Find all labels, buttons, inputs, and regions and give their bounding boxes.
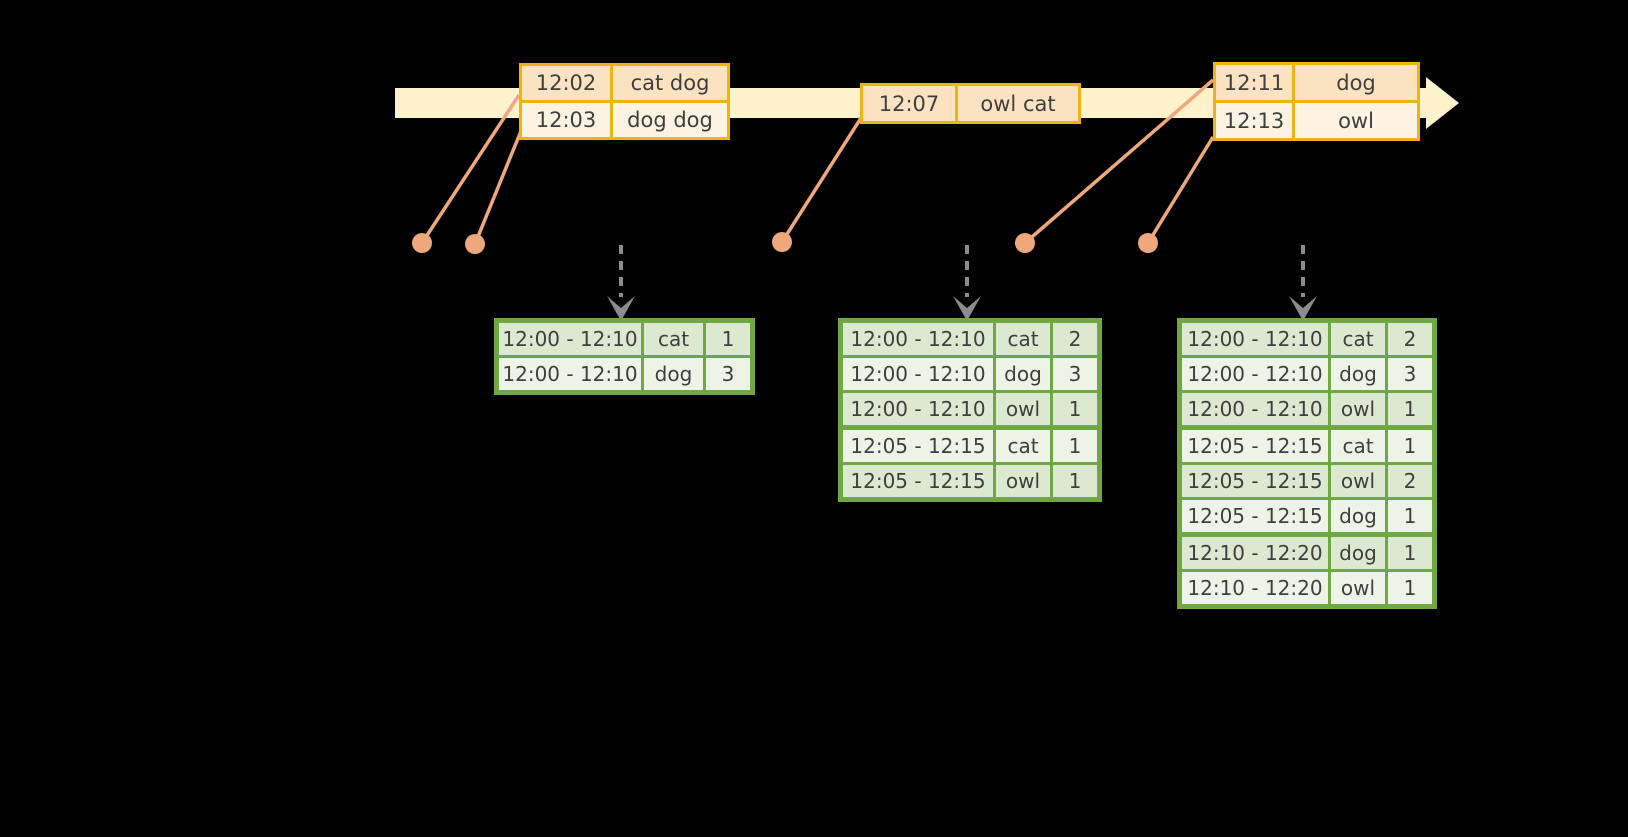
- table-cell: dog dog: [610, 100, 730, 140]
- table-cell: cat: [993, 319, 1053, 358]
- table-cell: 12:03: [519, 100, 613, 140]
- table-cell: dog: [1328, 497, 1388, 536]
- table-cell: 1: [1385, 532, 1436, 572]
- event-dot: [1015, 233, 1035, 253]
- table-cell: 12:05 - 12:15: [1178, 462, 1331, 500]
- trigger-arrow-head-icon: [607, 296, 635, 321]
- table-cell: 12:10 - 12:20: [1178, 532, 1331, 572]
- table-cell: 12:00 - 12:10: [495, 319, 644, 358]
- table-cell: dog: [1292, 62, 1420, 103]
- connector-line: [1146, 136, 1215, 244]
- table-cell: cat: [1328, 319, 1388, 358]
- table-cell: owl: [993, 390, 1053, 429]
- table-cell: 1: [1050, 425, 1101, 465]
- table-cell: dog: [641, 355, 706, 394]
- timeline-arrowhead-icon: [1426, 77, 1459, 129]
- table-cell: 2: [1385, 319, 1436, 358]
- table-cell: 1: [1050, 390, 1101, 429]
- table-cell: 12:00 - 12:10: [495, 355, 644, 394]
- table-cell: dog: [1328, 532, 1388, 572]
- table-cell: 12:00 - 12:10: [1178, 319, 1331, 358]
- table-cell: 1: [1385, 390, 1436, 429]
- table-cell: 12:10 - 12:20: [1178, 569, 1331, 608]
- table-cell: 12:05 - 12:15: [839, 425, 996, 465]
- table-cell: cat: [641, 319, 706, 358]
- table-cell: 12:11: [1213, 62, 1295, 103]
- table-cell: 1: [1050, 462, 1101, 501]
- table-cell: 1: [1385, 569, 1436, 608]
- table-cell: 3: [1385, 355, 1436, 393]
- table-cell: owl: [993, 462, 1053, 501]
- table-cell: 12:00 - 12:10: [1178, 390, 1331, 429]
- table-cell: 12:00 - 12:10: [1178, 355, 1331, 393]
- table-cell: 1: [703, 319, 754, 358]
- table-cell: 12:05 - 12:15: [839, 462, 996, 501]
- table-cell: 12:00 - 12:10: [839, 390, 996, 429]
- table-cell: owl cat: [955, 83, 1081, 124]
- event-dot: [772, 232, 792, 252]
- table-cell: 12:05 - 12:15: [1178, 497, 1331, 536]
- table-cell: 12:13: [1213, 100, 1295, 141]
- table-cell: 1: [1385, 497, 1436, 536]
- trigger-arrow-head-icon: [1289, 296, 1317, 321]
- table-cell: owl: [1292, 100, 1420, 141]
- table-cell: 12:00 - 12:10: [839, 319, 996, 358]
- event-dot: [465, 234, 485, 254]
- table-cell: 12:07: [860, 83, 958, 124]
- event-dot: [1138, 233, 1158, 253]
- table-cell: owl: [1328, 569, 1388, 608]
- trigger-arrow-head-icon: [953, 296, 981, 321]
- table-cell: dog: [993, 355, 1053, 393]
- table-cell: cat: [1328, 425, 1388, 465]
- table-cell: cat: [993, 425, 1053, 465]
- table-cell: owl: [1328, 462, 1388, 500]
- connector-line: [1023, 78, 1215, 245]
- connector-line: [473, 130, 523, 245]
- table-cell: 2: [1385, 462, 1436, 500]
- event-dot: [412, 233, 432, 253]
- table-cell: owl: [1328, 390, 1388, 429]
- table-cell: 12:05 - 12:15: [1178, 425, 1331, 465]
- table-cell: 2: [1050, 319, 1101, 358]
- table-cell: cat dog: [610, 63, 730, 103]
- connector-line: [780, 117, 863, 243]
- table-cell: 3: [1050, 355, 1101, 393]
- table-cell: 1: [1385, 425, 1436, 465]
- table-cell: 12:00 - 12:10: [839, 355, 996, 393]
- table-cell: 12:02: [519, 63, 613, 103]
- table-cell: 3: [703, 355, 754, 394]
- table-cell: dog: [1328, 355, 1388, 393]
- connector-line: [420, 94, 521, 244]
